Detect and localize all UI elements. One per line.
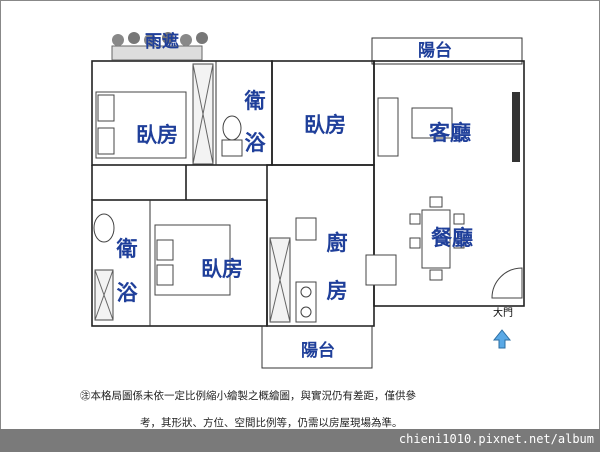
bath-1-fixtures <box>221 115 243 157</box>
label-living: 客廳 <box>429 121 471 145</box>
label-bottom-balcony: 陽台 <box>301 340 335 361</box>
label-kitchen-a: 廚 <box>327 231 348 255</box>
label-dining: 餐廳 <box>431 226 473 250</box>
entrance-arrow-icon <box>492 329 512 349</box>
living-furniture <box>365 92 520 286</box>
label-bedroom-3: 臥房 <box>201 257 243 281</box>
label-bath-1-b: 浴 <box>245 131 267 155</box>
entrance-door-swing <box>491 267 523 299</box>
label-bedroom-2: 臥房 <box>304 113 346 137</box>
label-top-balcony: 陽台 <box>418 40 452 61</box>
label-entrance: 大門 <box>493 306 513 319</box>
plants-decoration <box>111 32 208 61</box>
walls <box>91 60 525 327</box>
kitchen-fixtures <box>295 217 317 323</box>
label-bedroom-1: 臥房 <box>136 123 178 147</box>
bath-2-fixtures <box>93 213 115 321</box>
bed-1 <box>95 91 187 159</box>
label-bath-2-b: 浴 <box>117 281 139 305</box>
dining-table <box>409 196 465 281</box>
label-kitchen-b: 房 <box>327 279 348 303</box>
bed-2 <box>154 224 231 296</box>
bottom-balcony-area <box>261 325 373 369</box>
label-bath-2-a: 衛 <box>116 237 138 261</box>
frame <box>0 0 600 430</box>
footer-bar <box>0 429 600 452</box>
label-bath-1-a: 衛 <box>244 89 266 113</box>
closet-2 <box>269 237 291 323</box>
floor-plan: 陽台 雨遮 臥房 衛 浴 臥房 客廳 餐廳 衛 浴 臥房 廚 房 陽台 大門 <box>0 0 600 430</box>
footer-url: chieni1010.pixnet.net/album <box>398 432 594 446</box>
disclaimer-line-2: 考，其形狀、方位、空間比例等，仍需以房屋現場為準。 <box>140 417 403 429</box>
label-rain-cover: 雨遮 <box>145 31 179 52</box>
closet-1 <box>192 63 214 165</box>
disclaimer-line-1: ㊟本格局圖係未依一定比例縮小繪製之概繪圖，與實況仍有差距，僅供參 <box>80 390 416 402</box>
top-balcony-area <box>371 37 523 65</box>
